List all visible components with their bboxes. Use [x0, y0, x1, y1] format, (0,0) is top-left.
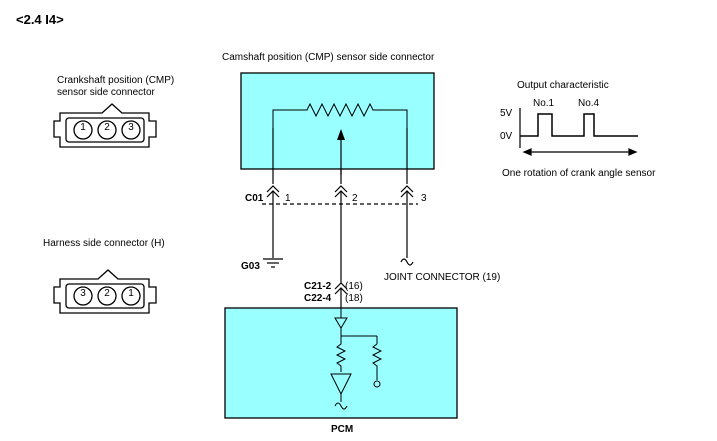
pcm-5v-terminal: [373, 380, 381, 388]
crank-pin-1: 1: [80, 122, 86, 133]
crank-connector-label-line1: Crankshaft position (CMP): [57, 75, 175, 86]
crank-pin-2: 2: [104, 122, 110, 133]
c01-pin1-chevron: [266, 185, 280, 193]
crank-connector-label-line2: sensor side connector: [57, 87, 155, 98]
wire-pin1-label: 1: [285, 193, 291, 204]
connector-c01-label: C01: [245, 193, 264, 204]
harness-pin-2: 2: [104, 288, 110, 299]
pcm-resistor-left: [335, 336, 347, 372]
pcm-output-terminal-icon: [334, 402, 348, 410]
wiper-arrow-icon: [337, 129, 345, 140]
connector-c21-pin-label: (16): [345, 281, 363, 292]
crank-pin-3: 3: [128, 122, 134, 133]
c01-pin3-chevron: [400, 185, 414, 193]
output-caption: One rotation of crank angle sensor: [502, 168, 656, 179]
pulse-no1-label: No.1: [533, 98, 555, 109]
output-characteristic-title: Output characteristic: [517, 80, 609, 91]
voltage-low-label: 0V: [500, 131, 513, 142]
connector-c21-label: C21-2: [304, 281, 332, 292]
crank-pin-1-circle: [73, 120, 93, 140]
cmp-sensor-box: [240, 72, 435, 175]
harness-pin-3-circle: [73, 286, 93, 306]
output-waveform: [519, 108, 638, 156]
harness-pin-1: 1: [128, 288, 134, 299]
pcm-resistor-right: [371, 343, 383, 380]
harness-connector-label: Harness side connector (H): [43, 238, 165, 249]
section-title: <2.4 I4>: [16, 12, 64, 27]
crank-connector: [53, 103, 157, 148]
crank-pin-2-circle: [97, 120, 117, 140]
harness-connector: [53, 269, 157, 314]
wire-pin2-label: 2: [352, 193, 358, 204]
joint-connector-label: JOINT CONNECTOR (19): [384, 272, 501, 283]
sensor-wires: [262, 128, 418, 308]
pcm-input-buffer-icon: [334, 317, 348, 329]
connector-c22-label: C22-4: [304, 293, 332, 304]
pcm-comparator-icon: [330, 373, 352, 396]
harness-pin-2-circle: [97, 286, 117, 306]
voltage-high-label: 5V: [500, 108, 513, 119]
pcm-box: [224, 307, 458, 419]
harness-pin-3: 3: [80, 288, 86, 299]
harness-pin-1-circle: [121, 286, 141, 306]
joint-connector-icon: [400, 258, 414, 266]
cmp-sensor-label: Camshaft position (CMP) sensor side conn…: [222, 52, 435, 63]
c21-chevron: [334, 282, 348, 290]
c01-pin2-chevron: [334, 185, 348, 193]
pcm-label: PCM: [331, 424, 354, 435]
connector-c22-pin-label: (18): [345, 293, 363, 304]
pulse-no4-label: No.4: [578, 98, 600, 109]
crank-pin-3-circle: [121, 120, 141, 140]
ground-g03-label: G03: [241, 261, 260, 272]
wire-pin3-label: 3: [421, 193, 427, 204]
